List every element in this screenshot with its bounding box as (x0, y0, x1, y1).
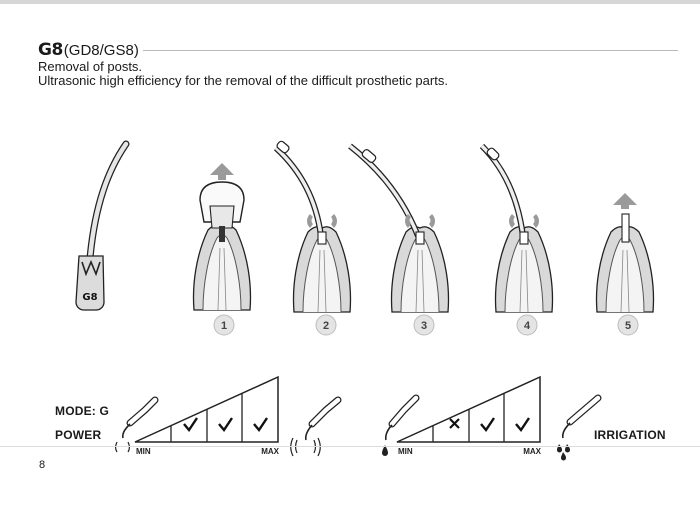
mode-label: MODE: G (55, 404, 110, 418)
step-badge-1: 1 (221, 320, 227, 332)
handpiece-low-power-icon (114, 396, 159, 453)
title-rule (142, 49, 678, 51)
subtitle-line-1: Removal of posts. (38, 59, 143, 74)
step-3-illustration (348, 143, 450, 313)
power-check-4 (253, 417, 268, 433)
irrigation-label: IRRIGATION (594, 428, 666, 442)
model-variants: (GD8/GS8) (63, 42, 139, 59)
tip-label: G8 (82, 292, 97, 303)
step-badge-3: 3 (421, 320, 427, 332)
power-label: POWER (55, 428, 102, 442)
irrigation-scale (396, 375, 541, 443)
power-check-3 (218, 417, 233, 433)
step-2-illustration (273, 140, 352, 313)
step-5-illustration (595, 193, 655, 313)
step-4-illustration (479, 143, 554, 313)
irrigation-max-label: MAX (523, 447, 541, 456)
step-badge-5: 5 (625, 320, 631, 332)
step-badge-2: 2 (323, 320, 329, 332)
power-scale (134, 375, 279, 443)
page-number: 8 (39, 459, 46, 471)
footer-rule (0, 446, 700, 447)
model-name: G8 (38, 40, 63, 60)
g8-tip-illustration: G8 (75, 140, 130, 311)
power-check-2 (183, 417, 198, 433)
irrigation-check-3 (480, 417, 495, 433)
irrigation-check-4 (515, 417, 530, 433)
step-badges: 1 2 3 4 5 (213, 314, 639, 336)
subtitle-line-2: Ultrasonic high efficiency for the remov… (38, 73, 448, 88)
irrigation-cross (449, 418, 460, 429)
handpiece-high-power-icon (290, 396, 342, 457)
power-max-label: MAX (261, 447, 279, 456)
title-row: G8 (GD8/GS8) (38, 40, 678, 60)
top-rule (0, 0, 700, 4)
page-header: G8 (GD8/GS8) Removal of posts. Ultrasoni… (38, 40, 678, 88)
power-min-label: MIN (136, 447, 151, 456)
step-1-illustration (192, 163, 252, 311)
handpiece-high-water-icon (557, 394, 602, 461)
irrigation-min-label: MIN (398, 447, 413, 456)
step-badge-4: 4 (524, 320, 531, 332)
handpiece-low-water-icon (382, 394, 420, 456)
